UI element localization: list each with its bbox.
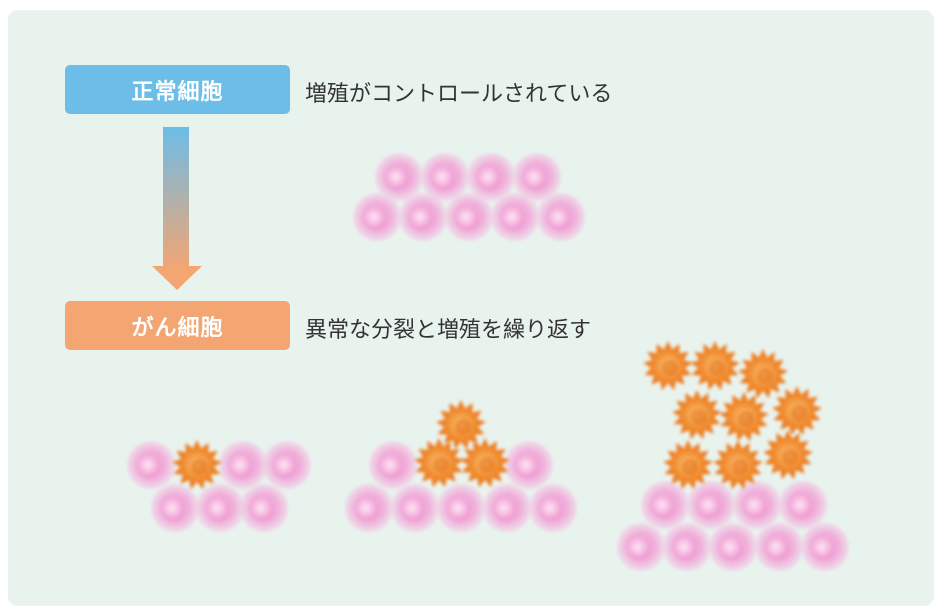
cancer-cell <box>436 400 486 450</box>
normal-cell <box>505 441 553 489</box>
normal-cell <box>801 523 849 571</box>
cancer-cell <box>713 440 763 490</box>
cancer-cell <box>643 341 693 391</box>
normal-cell <box>353 193 401 241</box>
normal-cell-cluster <box>353 153 585 241</box>
normal-cell <box>375 153 423 201</box>
normal-cell <box>399 193 447 241</box>
normal-cell <box>467 153 515 201</box>
cancer-cell-label: がん細胞 <box>65 301 290 350</box>
normal-cell-description: 増殖がコントロールされている <box>305 82 613 107</box>
cancer-cell <box>719 392 769 442</box>
normal-cell <box>755 523 803 571</box>
cancer-cell <box>738 349 788 399</box>
normal-cell <box>663 523 711 571</box>
cancer-cell <box>414 438 464 488</box>
normal-cell <box>437 484 485 532</box>
normal-cell <box>709 523 757 571</box>
cancer-cell <box>460 438 510 488</box>
transition-arrow <box>152 127 202 290</box>
normal-cell <box>240 484 288 532</box>
normal-cell <box>513 153 561 201</box>
normal-cell <box>263 441 311 489</box>
normal-cell <box>779 481 827 529</box>
normal-cell <box>445 193 493 241</box>
growing-cancer-cluster <box>345 400 577 532</box>
normal-cell <box>491 193 539 241</box>
normal-cell <box>219 441 267 489</box>
normal-cell <box>733 481 781 529</box>
cancer-cell <box>672 390 722 440</box>
normal-cell <box>687 481 735 529</box>
cancer-cell <box>763 430 813 480</box>
normal-cell <box>421 153 469 201</box>
normal-cell <box>391 484 439 532</box>
normal-cell <box>641 481 689 529</box>
normal-cell <box>127 441 175 489</box>
early-cancer-cluster <box>127 440 311 532</box>
normal-cell <box>196 484 244 532</box>
normal-cell <box>537 193 585 241</box>
normal-cell <box>529 484 577 532</box>
normal-cell-label: 正常細胞 <box>65 65 290 114</box>
cancer-cell-description: 異常な分裂と増殖を繰り返す <box>305 318 592 343</box>
cancer-cell <box>172 440 222 490</box>
normal-cell <box>617 523 665 571</box>
cancer-cell <box>690 341 740 391</box>
normal-cell <box>483 484 531 532</box>
normal-cell <box>151 484 199 532</box>
advanced-cancer-cluster <box>617 341 849 571</box>
normal-cell <box>345 484 393 532</box>
cancer-cell <box>663 440 713 490</box>
cancer-cell <box>772 386 822 436</box>
normal-cell <box>369 441 417 489</box>
